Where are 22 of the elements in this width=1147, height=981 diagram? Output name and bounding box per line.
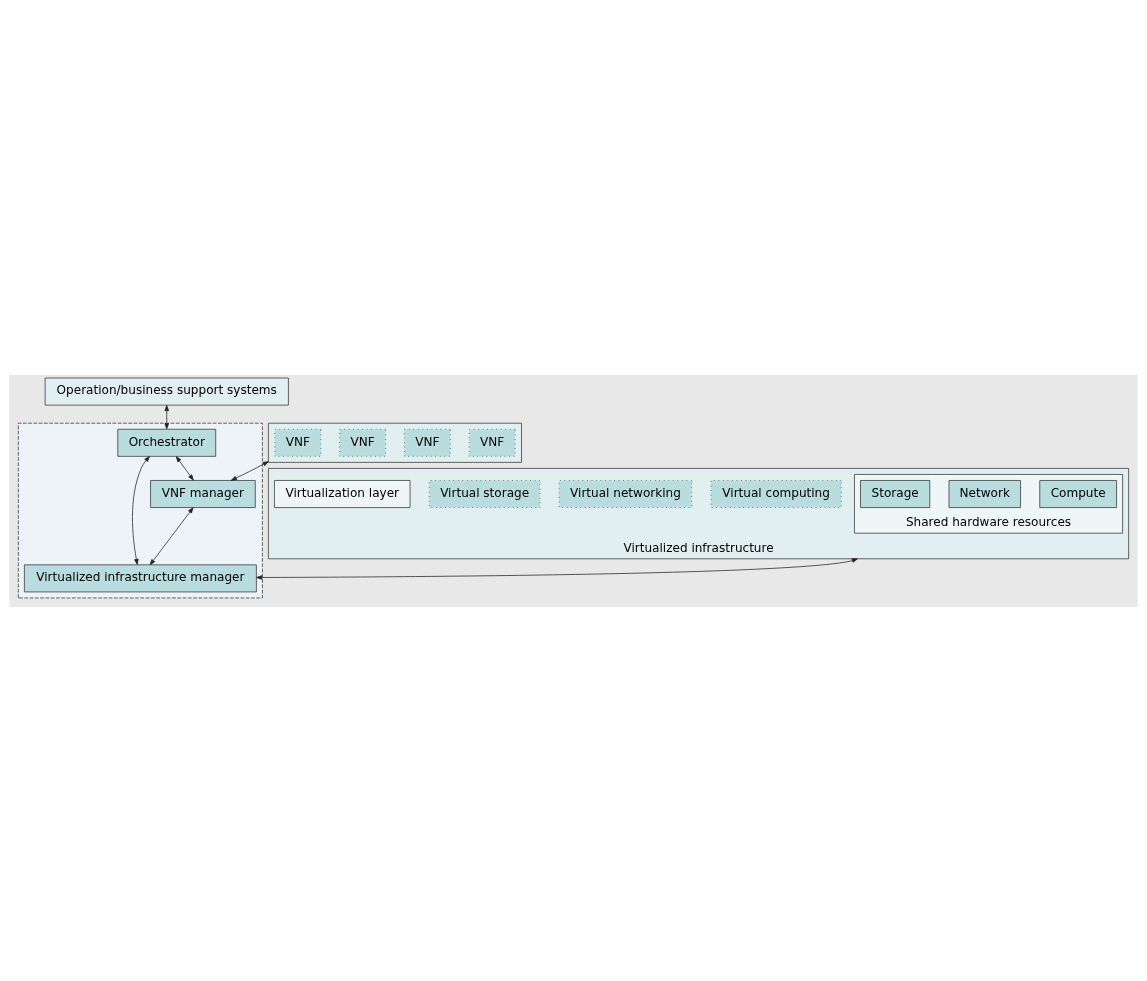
node-box: Network [948,479,1021,508]
node-box: VNF [339,428,386,457]
node-box: Virtual storage [428,479,541,508]
node-box: Orchestrator [117,428,217,457]
arrow [149,506,194,565]
node-box: Virtual computing [710,479,842,508]
node-box: VNF [404,428,451,457]
node-box: VNF [274,428,322,457]
arrow [256,557,858,580]
arrow [132,455,150,565]
arrow [230,460,269,481]
node-box: Virtualization layer [274,479,411,508]
node-box: VNF [468,428,516,457]
node-box: Virtual networking [558,479,693,508]
node-box: Virtualized infrastructure manager [24,563,257,592]
node-box: VNF manager [150,479,256,508]
node-box: Compute [1039,479,1117,508]
arrow [164,404,169,429]
cluster [268,422,522,463]
node-box: Storage [860,479,931,508]
node-box: Operation/business support systems [44,377,289,405]
arrow [175,455,194,480]
